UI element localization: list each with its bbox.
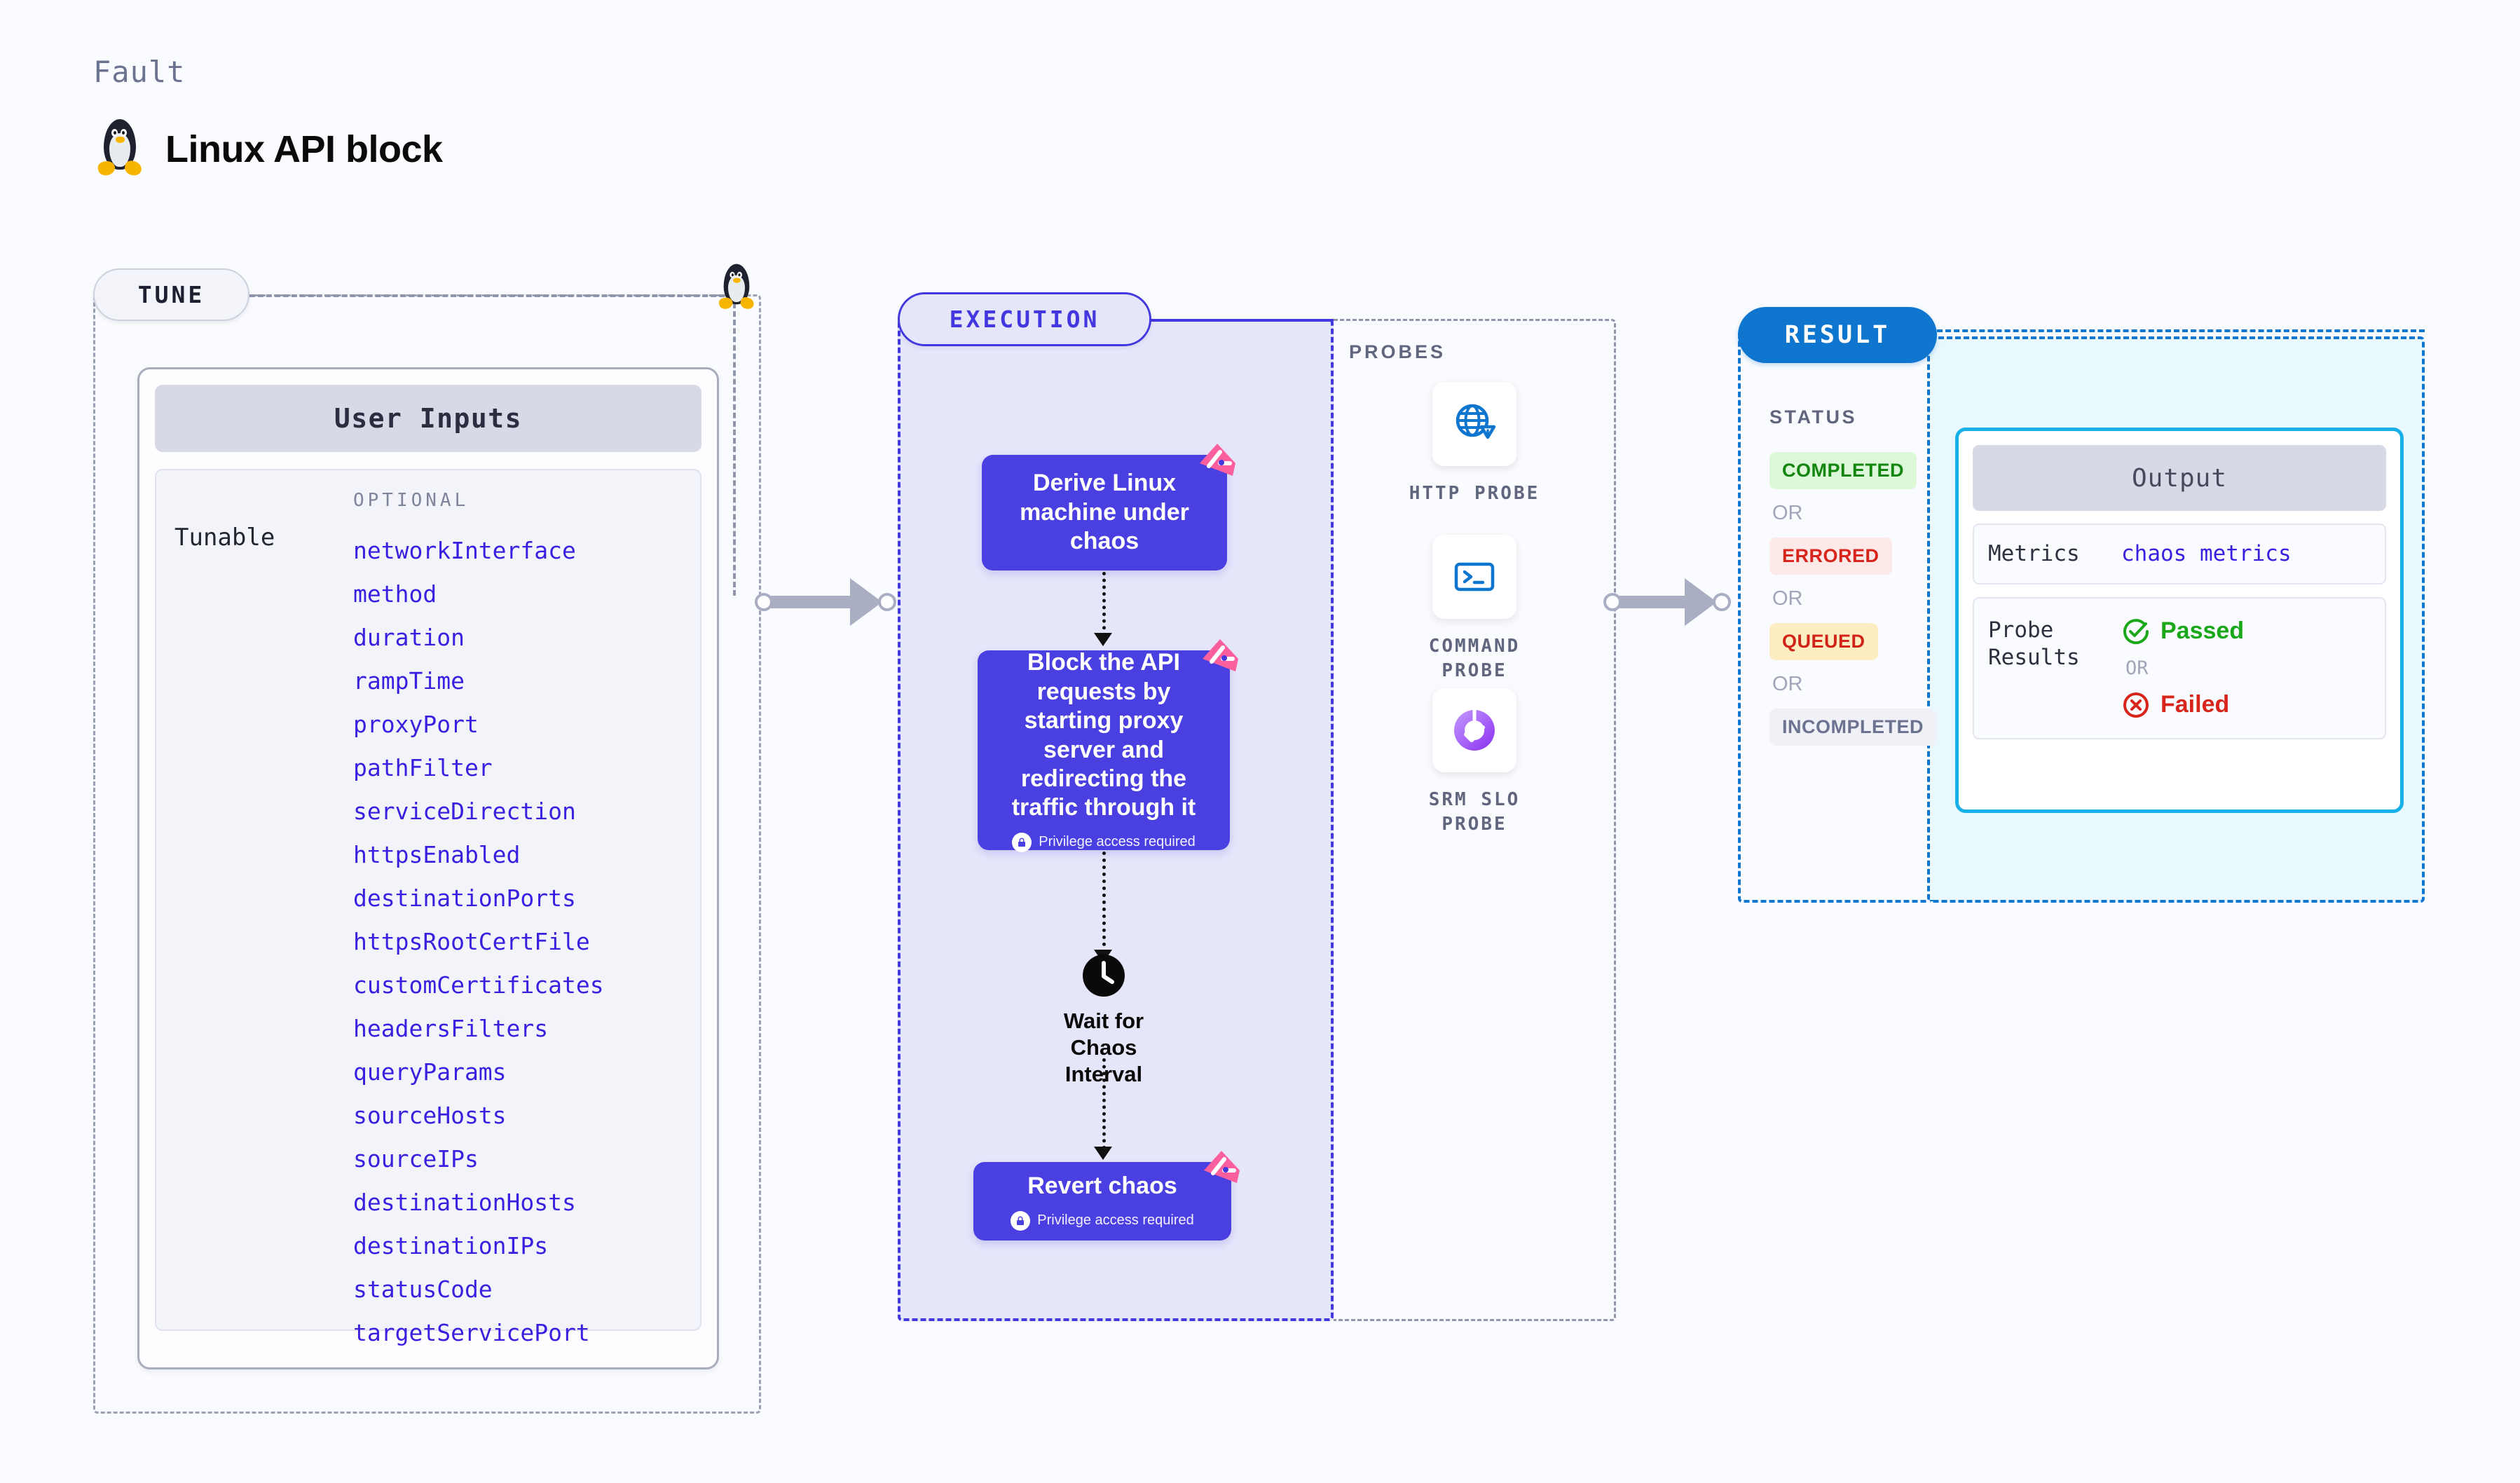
probe-tile [1432, 535, 1516, 619]
output-metrics-row: Metrics chaos metrics [1973, 524, 2386, 585]
tunable-item[interactable]: httpsEnabled [353, 841, 521, 868]
tunable-item[interactable]: httpsRootCertFile [353, 928, 590, 955]
status-badge-errored: ERRORED [1769, 538, 1892, 575]
execution-node-block-api[interactable]: Block the API requests by starting proxy… [978, 639, 1238, 852]
probe-srm-slo[interactable]: SRM SLO PROBE [1404, 688, 1545, 837]
linux-penguin-icon [96, 119, 144, 179]
fault-badge-icon [1204, 1151, 1240, 1183]
execution-pill[interactable]: EXECUTION [898, 292, 1151, 346]
tunable-row-label: Tunable [174, 524, 275, 552]
x-circle-icon [2123, 692, 2149, 718]
tunable-item[interactable]: destinationPorts [353, 884, 576, 912]
linux-penguin-icon-marker [715, 258, 758, 318]
tunable-item[interactable]: targetServicePort [353, 1319, 590, 1346]
or-separator: OR [1772, 502, 1803, 524]
lock-icon [1011, 1210, 1031, 1231]
flow-connector-1 [1102, 572, 1106, 636]
execution-node-revert-chaos[interactable]: Revert chaos Privilege access required [973, 1151, 1240, 1241]
status-badge-incompleted: INCOMPLETED [1769, 709, 1937, 746]
output-probe-key: Probe Results [1988, 617, 2080, 670]
tunable-item[interactable]: duration [353, 624, 465, 651]
lock-icon [1012, 832, 1032, 852]
connector-arrow-execution-result [1603, 578, 1731, 626]
probe-result-passed: Passed [2121, 617, 2244, 646]
result-connector-line [1937, 329, 2425, 332]
tunable-item[interactable]: statusCode [353, 1276, 493, 1303]
tunable-item[interactable]: sourceHosts [353, 1102, 507, 1129]
slo-donut-icon [1453, 709, 1495, 751]
probe-command[interactable]: COMMAND PROBE [1404, 535, 1545, 683]
tunable-item[interactable]: queryParams [353, 1058, 507, 1086]
page-title: Linux API block [96, 119, 443, 179]
tunable-item[interactable]: pathFilter [353, 754, 493, 781]
probe-http[interactable]: HTTP PROBE [1404, 382, 1545, 506]
tunable-item[interactable]: headersFilters [353, 1015, 549, 1042]
output-title: Output [1973, 445, 2386, 511]
privilege-text: Privilege access required [1039, 834, 1196, 850]
tunable-item[interactable]: destinationIPs [353, 1232, 549, 1259]
tunable-item[interactable]: method [353, 580, 437, 608]
tunable-item[interactable]: networkInterface [353, 537, 576, 564]
fault-kicker: Fault [93, 55, 186, 89]
connector-arrow-tune-execution [755, 578, 896, 626]
output-card: Output Metrics chaos metrics Probe Resul… [1955, 428, 2404, 813]
tunable-item[interactable]: proxyPort [353, 711, 479, 738]
tunable-item[interactable]: sourceIPs [353, 1145, 479, 1173]
fault-badge-icon [1203, 639, 1238, 671]
probe-result-values: Passed OR Failed [2121, 617, 2244, 720]
globe-warning-icon [1456, 404, 1496, 439]
flow-arrowhead-1 [1094, 633, 1112, 646]
output-metrics-key: Metrics [1988, 541, 2080, 566]
failed-label: Failed [2161, 691, 2230, 718]
tunable-item[interactable]: destinationHosts [353, 1189, 576, 1216]
or-separator: OR [1772, 587, 1803, 610]
tunable-item[interactable]: serviceDirection [353, 798, 576, 825]
probe-result-failed: Failed [2121, 690, 2244, 720]
output-metrics-value[interactable]: chaos metrics [2121, 541, 2292, 567]
status-title: STATUS [1769, 406, 1857, 428]
check-circle-icon [2123, 618, 2149, 644]
probes-region [1334, 319, 1616, 1321]
flow-connector-3 [1102, 1058, 1106, 1149]
tunable-item[interactable]: rampTime [353, 667, 465, 695]
node-title: Revert chaos [1027, 1173, 1177, 1200]
probe-tile [1432, 382, 1516, 466]
privilege-notice: Privilege access required [1012, 832, 1196, 852]
probe-label: COMMAND PROBE [1428, 636, 1521, 682]
result-pill[interactable]: RESULT [1738, 307, 1937, 363]
page-title-text: Linux API block [165, 128, 443, 170]
status-badge-completed: COMPLETED [1769, 452, 1917, 489]
privilege-notice: Privilege access required [1011, 1210, 1194, 1231]
tune-pill[interactable]: TUNE [93, 268, 249, 321]
probes-title: PROBES [1349, 341, 1446, 362]
probe-tile [1432, 688, 1516, 772]
or-separator: OR [1772, 673, 1803, 695]
privilege-text: Privilege access required [1037, 1212, 1194, 1229]
execution-node-derive[interactable]: Derive Linux machine under chaos [982, 444, 1235, 570]
tunable-item[interactable]: customCertificates [353, 971, 604, 999]
user-inputs-card: User Inputs Tunable OPTIONAL networkInte… [137, 367, 719, 1369]
execution-connector-line [1151, 319, 1334, 322]
status-badge-queued: QUEUED [1769, 623, 1878, 660]
clock-icon [1083, 955, 1125, 997]
probe-label: HTTP PROBE [1409, 483, 1540, 504]
status-list: COMPLETED OR ERRORED OR QUEUED OR INCOMP… [1769, 452, 1937, 746]
node-title: Block the API requests by starting proxy… [1011, 649, 1196, 821]
probe-label: SRM SLO PROBE [1428, 789, 1521, 835]
user-inputs-body: Tunable OPTIONAL networkInterface method… [155, 469, 701, 1344]
node-title: Derive Linux machine under chaos [1020, 470, 1189, 555]
terminal-icon [1454, 562, 1495, 592]
flow-arrowhead-3 [1094, 1147, 1112, 1160]
output-probe-results-row: Probe Results Passed OR Failed [1973, 596, 2386, 739]
tune-connector-line [249, 294, 733, 297]
tune-connector-drop [733, 294, 736, 596]
user-inputs-title: User Inputs [155, 385, 701, 452]
passed-label: Passed [2161, 617, 2245, 645]
tunable-list: OPTIONAL networkInterface method duratio… [353, 490, 686, 1344]
tunable-group-label: OPTIONAL [353, 490, 470, 511]
fault-badge-icon [1200, 444, 1235, 476]
flow-connector-2 [1102, 852, 1106, 953]
or-separator: OR [2125, 657, 2149, 679]
